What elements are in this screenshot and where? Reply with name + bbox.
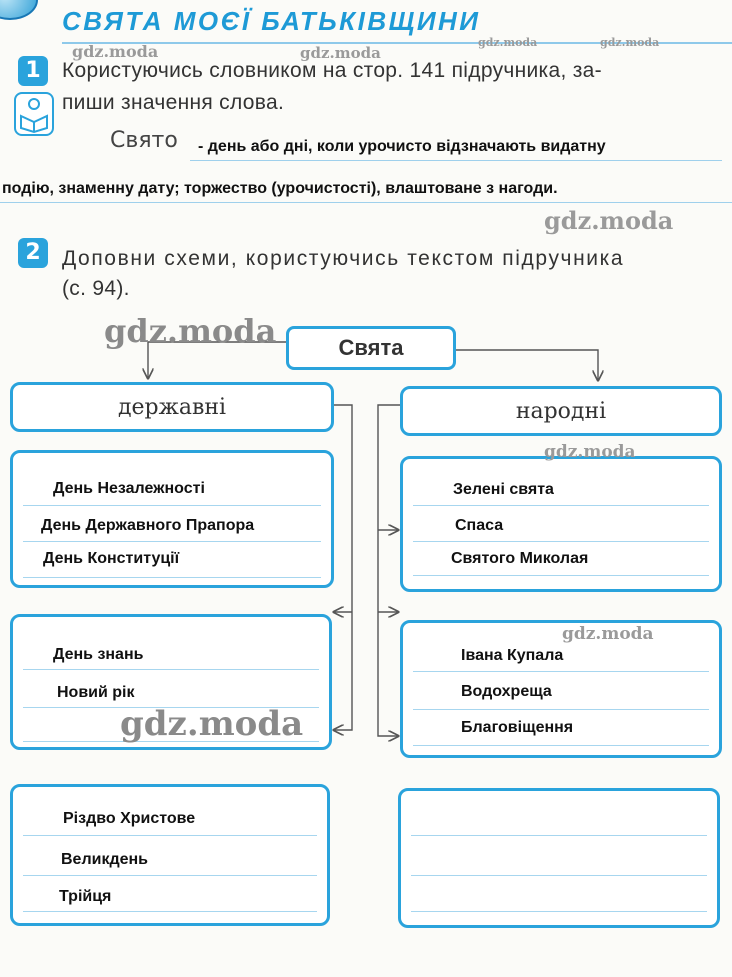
folk-holidays-box-3 (398, 788, 720, 928)
definition-line-1[interactable]: - день або дні, коли урочисто відзначают… (198, 138, 606, 155)
writing-line (23, 835, 317, 836)
writing-line (413, 541, 709, 542)
folk-holiday-item[interactable]: Водохреща (461, 683, 552, 700)
scheme-root-holidays: Свята (286, 326, 456, 370)
writing-line (23, 577, 321, 578)
folk-holiday-item[interactable]: Святого Миколая (451, 550, 589, 567)
writing-line (411, 875, 707, 876)
writing-line (23, 741, 319, 742)
writing-line (411, 835, 707, 836)
task-2-number: 2 (18, 238, 48, 268)
watermark: gdz.moda (104, 312, 277, 350)
watermark: gdz.moda (544, 206, 674, 235)
folk-holiday-item[interactable]: Різдво Христове (63, 810, 196, 827)
state-holiday-item[interactable]: День Державного Прапора (41, 517, 255, 534)
watermark: gdz.moda (478, 36, 538, 49)
task-1-number: 1 (18, 56, 48, 86)
writing-line (0, 202, 732, 203)
category-folk-label: народні (515, 399, 607, 424)
state-holiday-item[interactable]: День знань (53, 646, 144, 663)
watermark: gdz.moda (562, 624, 654, 644)
folk-holiday-item[interactable]: Івана Купала (461, 647, 564, 664)
folk-holiday-item[interactable]: Зелені свята (453, 481, 554, 498)
reading-book-icon (14, 92, 54, 136)
folk-holiday-item[interactable]: Великдень (61, 851, 149, 868)
category-state-label: державні (117, 395, 227, 420)
folk-holiday-item[interactable]: Трійця (59, 888, 112, 905)
writing-line (413, 709, 709, 710)
state-holidays-box-1: День Незалежності День Державного Прапор… (10, 450, 334, 588)
watermark: gdz.moda (72, 42, 159, 61)
writing-line (23, 875, 317, 876)
writing-line (413, 745, 709, 746)
state-holiday-item[interactable]: Новий рік (57, 684, 135, 701)
state-holidays-box-2: День знань Новий рік (10, 614, 332, 750)
dictionary-word: Свято (110, 128, 178, 153)
writing-line (23, 669, 319, 670)
watermark: gdz.moda (300, 44, 381, 62)
writing-line (23, 707, 319, 708)
folk-holiday-item[interactable]: Благовіщення (461, 719, 574, 736)
task-1-text-line-2: пиши значення слова. (62, 91, 285, 114)
watermark: gdz.moda (544, 442, 636, 462)
watermark: gdz.moda (120, 704, 304, 744)
definition-line-2[interactable]: подію, знаменну дату; торжество (урочист… (2, 180, 558, 197)
category-folk: народні (400, 386, 722, 436)
folk-holidays-box-1: Зелені свята Спаса Святого Миколая (400, 456, 722, 592)
writing-line (411, 911, 707, 912)
folk-holiday-item[interactable]: Спаса (455, 517, 504, 534)
task-1-text-line-1: Користуючись словником на стор. 141 підр… (62, 59, 602, 82)
writing-line (413, 505, 709, 506)
category-state: державні (10, 382, 334, 432)
writing-line (413, 671, 709, 672)
state-holiday-item[interactable]: День Конституції (43, 550, 180, 567)
page-title: СВЯТА МОЄЇ БАТЬКІВЩИНИ (62, 6, 481, 36)
task-2-text-line-1: Доповни схеми, користуючись текстом підр… (62, 247, 625, 270)
state-holidays-box-3: Різдво Христове Великдень Трійця (10, 784, 330, 926)
task-2-text-line-2: (с. 94). (62, 277, 130, 300)
writing-line (23, 911, 317, 912)
writing-line (23, 505, 321, 506)
state-holiday-item[interactable]: День Незалежності (53, 480, 205, 497)
writing-line (190, 160, 722, 161)
folk-holidays-box-2: Івана Купала Водохреща Благовіщення (400, 620, 722, 758)
watermark: gdz.moda (600, 36, 660, 49)
writing-line (413, 575, 709, 576)
header-divider (62, 42, 732, 44)
writing-line (23, 541, 321, 542)
